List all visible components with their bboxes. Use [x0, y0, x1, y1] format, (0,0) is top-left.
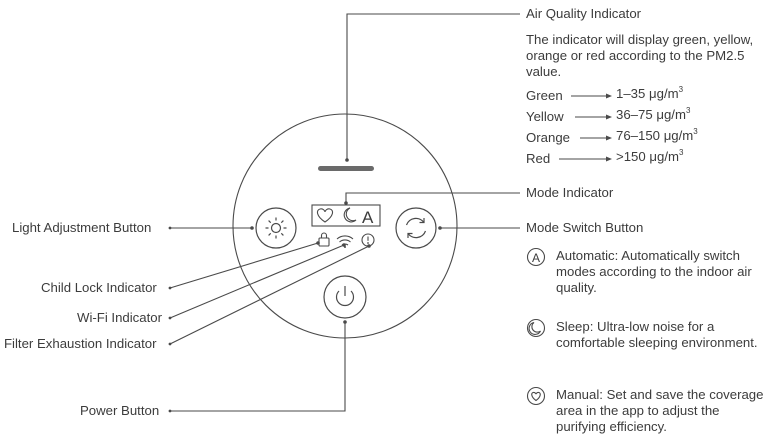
power-button-label: Power Button: [80, 403, 160, 418]
aq-range-orange: 76–150 μg/m3: [616, 127, 698, 144]
light-adjustment-button[interactable]: [255, 207, 297, 249]
wifi-icon: [336, 235, 354, 246]
aq-range-green: 1–35 μg/m3: [616, 85, 684, 102]
leader-power: [170, 322, 346, 412]
manual-mode-icon: [526, 386, 546, 406]
power-icon: [335, 286, 355, 307]
aq-level-green: Green: [526, 88, 563, 103]
mode-sleep-description: Sleep: Ultra-low noise for a comfortable…: [556, 319, 758, 350]
sun-icon: [265, 217, 287, 239]
air-quality-indicator-label: Air Quality Indicator: [526, 6, 642, 21]
leader-air-quality: [346, 13, 520, 160]
aq-level-orange: Orange: [526, 130, 570, 145]
mode-indicator-panel: [311, 204, 381, 227]
filter-alert-icon: [361, 233, 375, 247]
child-lock-indicator-label: Child Lock Indicator: [41, 280, 157, 295]
air-quality-indicator-bar: [318, 166, 374, 171]
mode-automatic-description: Automatic: Automatically switch modes ac…: [556, 248, 752, 295]
heart-icon: [316, 208, 334, 223]
moon-icon: [343, 207, 357, 223]
filter-exhaustion-indicator-label: Filter Exhaustion Indicator: [4, 336, 157, 351]
aq-level-yellow: Yellow: [526, 109, 564, 124]
mode-indicator-label: Mode Indicator: [526, 185, 614, 200]
aq-level-red: Red: [526, 151, 551, 166]
leader-mode-indicator: [345, 192, 520, 203]
panel-auto-glyph: A: [362, 208, 374, 227]
aq-range-yellow: 36–75 μg/m3: [616, 106, 691, 123]
mode-switch-button[interactable]: [395, 207, 437, 249]
aq-range-red: >150 μg/m3: [616, 148, 684, 165]
mode-manual-description: Manual: Set and save the coverage area i…: [556, 387, 764, 434]
power-button[interactable]: [323, 275, 367, 319]
light-adjustment-button-label: Light Adjustment Button: [12, 220, 152, 235]
sleep-mode-icon: [526, 318, 546, 338]
cycle-icon: [405, 217, 427, 239]
leader-child-lock: [169, 242, 319, 289]
air-quality-description: The indicator will display green, yellow…: [526, 32, 754, 79]
mode-switch-button-label: Mode Switch Button: [526, 220, 644, 235]
wifi-indicator-label: Wi-Fi Indicator: [77, 310, 162, 325]
leader-wifi: [169, 244, 345, 319]
leader-filter: [169, 245, 370, 345]
auto-mode-glyph: A: [532, 251, 540, 265]
lock-icon: [318, 232, 330, 247]
auto-mode-icon: [526, 247, 546, 267]
